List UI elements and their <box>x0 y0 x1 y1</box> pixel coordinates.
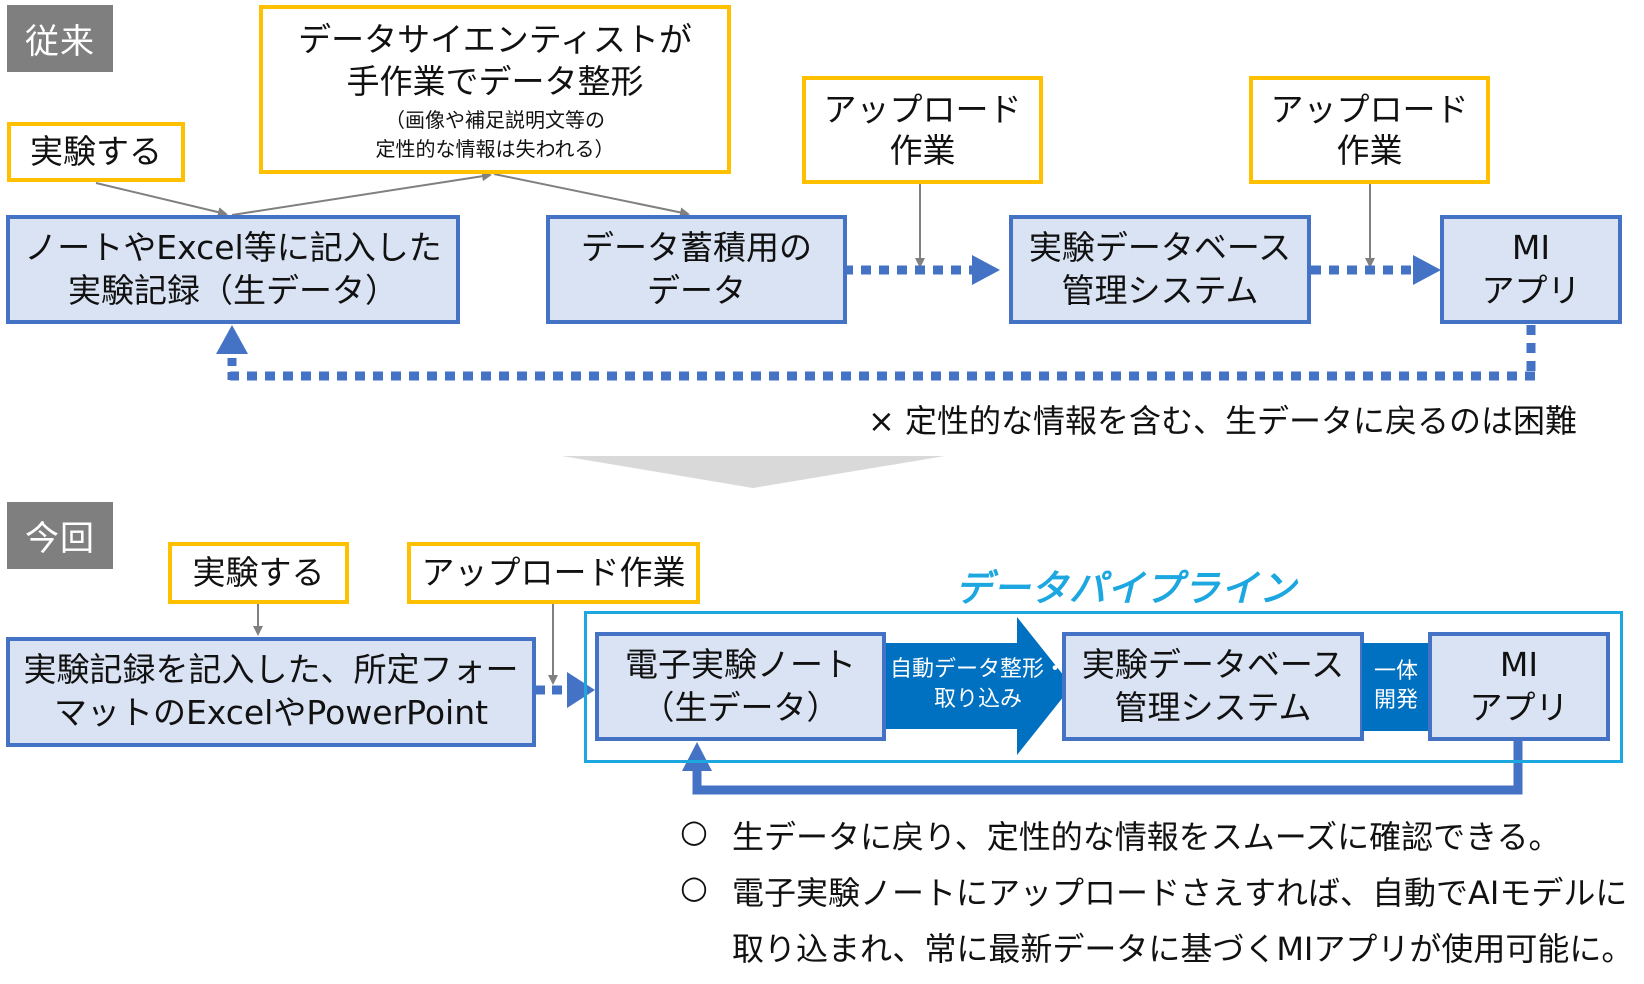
record-line-2: 実験記録（生データ） <box>68 270 398 310</box>
auto-ingest-label: 自動データ整形・ 取り込み <box>888 655 1068 714</box>
arrowhead-feedback-to-eln <box>682 742 712 771</box>
labdb-after-line-2: 管理システム <box>1114 687 1312 727</box>
connector-record-to-scientist <box>231 171 492 216</box>
eln-line-1: 電子実験ノート <box>625 644 856 684</box>
integrated-line-2: 開発 <box>1373 688 1418 713</box>
storage-line-2: データ <box>647 270 746 310</box>
mi-after-line-1: MI <box>1499 644 1539 684</box>
transition-chevron <box>562 456 945 488</box>
benefits-list: ○ 生データに戻り、定性的な情報をスムーズに確認できる。 ○ 電子実験ノートにア… <box>680 812 1633 980</box>
auto-ingest-arrow <box>886 617 1072 755</box>
callout-after-experiment: 実験する <box>168 542 349 604</box>
section-label-after: 今回 <box>7 502 113 569</box>
box-storage-data: データ蓄積用の データ <box>546 215 847 324</box>
box-mi-app-before: MI アプリ <box>1440 215 1622 324</box>
box-electronic-lab-notebook: 電子実験ノート （生データ） <box>595 632 886 741</box>
arrowhead-labdb-to-mi <box>1413 255 1441 285</box>
benefit-text: 取り込まれ、常に最新データに基づくMIアプリが使用可能に。 <box>732 930 1634 968</box>
pipeline-title: データパイプライン <box>955 567 1297 610</box>
auto-ingest-line-1: 自動データ整形・ <box>889 657 1066 682</box>
scientist-line-1: データサイエンティストが <box>298 20 692 60</box>
mi-after-line-2: アプリ <box>1469 687 1569 727</box>
box-formatted-record: 実験記録を記入した、所定フォー マットのExcelやPowerPoint <box>6 637 536 747</box>
mi-before-line-2: アプリ <box>1481 270 1581 310</box>
mi-before-line-1: MI <box>1511 227 1551 267</box>
labdb-before-line-2: 管理システム <box>1061 270 1259 310</box>
callout-after-upload: アップロード作業 <box>407 542 700 604</box>
scientist-line-2: 手作業でデータ整形 <box>346 61 644 101</box>
benefit-item: ○ 生データに戻り、定性的な情報をスムーズに確認できる。 <box>680 812 1633 868</box>
upload-2-line-2: 作業 <box>1336 131 1403 170</box>
callout-upload-1: アップロード 作業 <box>802 76 1043 184</box>
labdb-before-line-1: 実験データベース <box>1028 227 1292 267</box>
before-conclusion: × 定性的な情報を含む、生データに戻るのは困難 <box>868 402 1577 440</box>
scientist-note-1: （画像や補足説明文等の <box>385 107 605 132</box>
auto-ingest-line-2: 取り込み <box>933 686 1022 712</box>
eln-line-2: （生データ） <box>641 687 840 727</box>
bullet-circle-icon: ○ <box>680 812 708 850</box>
box-mi-app-after: MI アプリ <box>1428 632 1610 741</box>
benefit-item: ○ 電子実験ノートにアップロードさえすれば、自動でAIモデルに <box>680 868 1633 924</box>
box-lab-database-before: 実験データベース 管理システム <box>1009 215 1311 324</box>
benefit-item-continuation: 取り込まれ、常に最新データに基づくMIアプリが使用可能に。 <box>680 924 1633 980</box>
upload-2-line-1: アップロード <box>1270 89 1469 129</box>
arrowhead-record-to-eln <box>567 672 595 708</box>
connector-experiment-to-record <box>95 182 228 218</box>
upload-1-line-2: 作業 <box>889 131 956 170</box>
integrated-line-1: 一体 <box>1373 659 1418 685</box>
upload-1-line-1: アップロード <box>823 89 1022 129</box>
benefit-text: 電子実験ノートにアップロードさえすれば、自動でAIモデルに <box>732 874 1628 912</box>
arrowhead-feedback-to-record <box>216 325 248 354</box>
formatted-record-line-1: 実験記録を記入した、所定フォー <box>23 650 519 690</box>
pipeline-frame <box>584 611 1623 763</box>
after-upload-label: アップロード作業 <box>421 553 686 593</box>
labdb-after-line-1: 実験データベース <box>1081 644 1345 684</box>
box-lab-database-after: 実験データベース 管理システム <box>1062 632 1364 741</box>
integrated-development-connector: 一体 開発 <box>1362 643 1430 731</box>
connector-scientist-to-storage <box>493 173 690 218</box>
storage-line-1: データ蓄積用の <box>581 227 812 267</box>
feedback-loop <box>692 740 1523 795</box>
arrowhead-storage-to-labdb <box>972 255 1000 285</box>
callout-data-scientist: データサイエンティストが 手作業でデータ整形 （画像や補足説明文等の 定性的な情… <box>259 5 731 174</box>
benefit-text: 生データに戻り、定性的な情報をスムーズに確認できる。 <box>732 818 1561 856</box>
bullet-circle-icon: ○ <box>680 868 708 906</box>
box-raw-experiment-record: ノートやExcel等に記入した 実験記録（生データ） <box>6 215 460 324</box>
scientist-note-2: 定性的な情報は失われる） <box>375 136 615 161</box>
record-line-1: ノートやExcel等に記入した <box>24 227 442 267</box>
after-experiment-label: 実験する <box>192 553 325 593</box>
callout-upload-2: アップロード 作業 <box>1249 76 1490 184</box>
callout-experiment-label: 実験する <box>30 132 162 172</box>
bullet-spacer <box>680 924 732 980</box>
formatted-record-line-2: マットのExcelやPowerPoint <box>53 693 489 732</box>
callout-experiment: 実験する <box>7 122 185 182</box>
section-label-before: 従来 <box>7 5 113 72</box>
